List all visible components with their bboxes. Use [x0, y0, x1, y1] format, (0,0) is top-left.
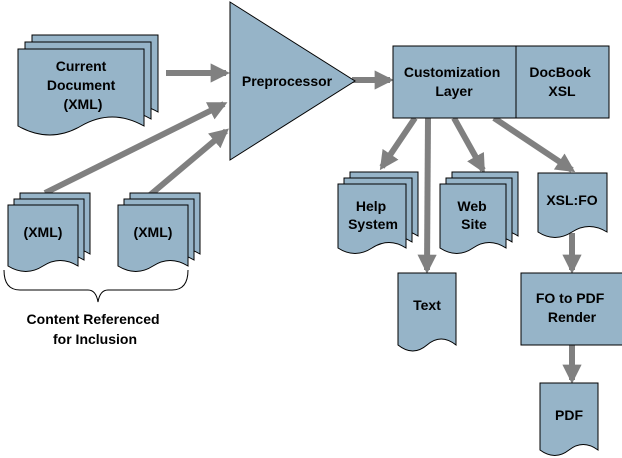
pdf-label: PDF [555, 407, 583, 423]
preprocessor-triangle [229, 1, 356, 161]
help-system-label: Help System [348, 198, 398, 232]
customization-layer-box [392, 45, 517, 119]
xml-document-stack-1 [7, 192, 91, 272]
current-document-label: Current Document (XML) [47, 58, 119, 112]
xml-label-1: (XML) [24, 224, 63, 240]
arrow-customization-to-xslfo [492, 115, 576, 173]
content-brace [3, 269, 189, 303]
web-site-label: Web Site [457, 198, 490, 232]
xml-label-2: (XML) [134, 224, 173, 240]
arrows [43, 63, 582, 384]
web-site-stack [439, 171, 519, 254]
arrow-customization-to-text [417, 117, 437, 274]
xml-document-stack-2 [117, 192, 201, 272]
arrow-customization-to-help [379, 116, 418, 171]
arrow-customization-to-web [451, 116, 486, 174]
help-system-stack [337, 171, 419, 254]
xslfo-label: XSL:FO [546, 192, 597, 208]
current-document-stack [17, 34, 159, 136]
docbook-xsl-box [515, 45, 610, 119]
xslfo-document [537, 172, 608, 238]
pdf-document [539, 382, 599, 456]
preprocessor-label: Preprocessor [242, 73, 333, 89]
fo-to-pdf-box [520, 272, 622, 346]
content-referenced-caption: Content Referenced for Inclusion [27, 311, 164, 347]
fo-to-pdf-label: FO to PDF Render [536, 290, 608, 325]
docbook-xsl-label: DocBook XSL [529, 64, 594, 99]
text-label: Text [413, 297, 441, 313]
customization-layer-label: Customization Layer [404, 64, 504, 99]
arrow-xml1-to-preprocessor [43, 101, 228, 196]
text-document [397, 272, 457, 352]
arrow-xml2-to-preprocessor [148, 128, 229, 198]
